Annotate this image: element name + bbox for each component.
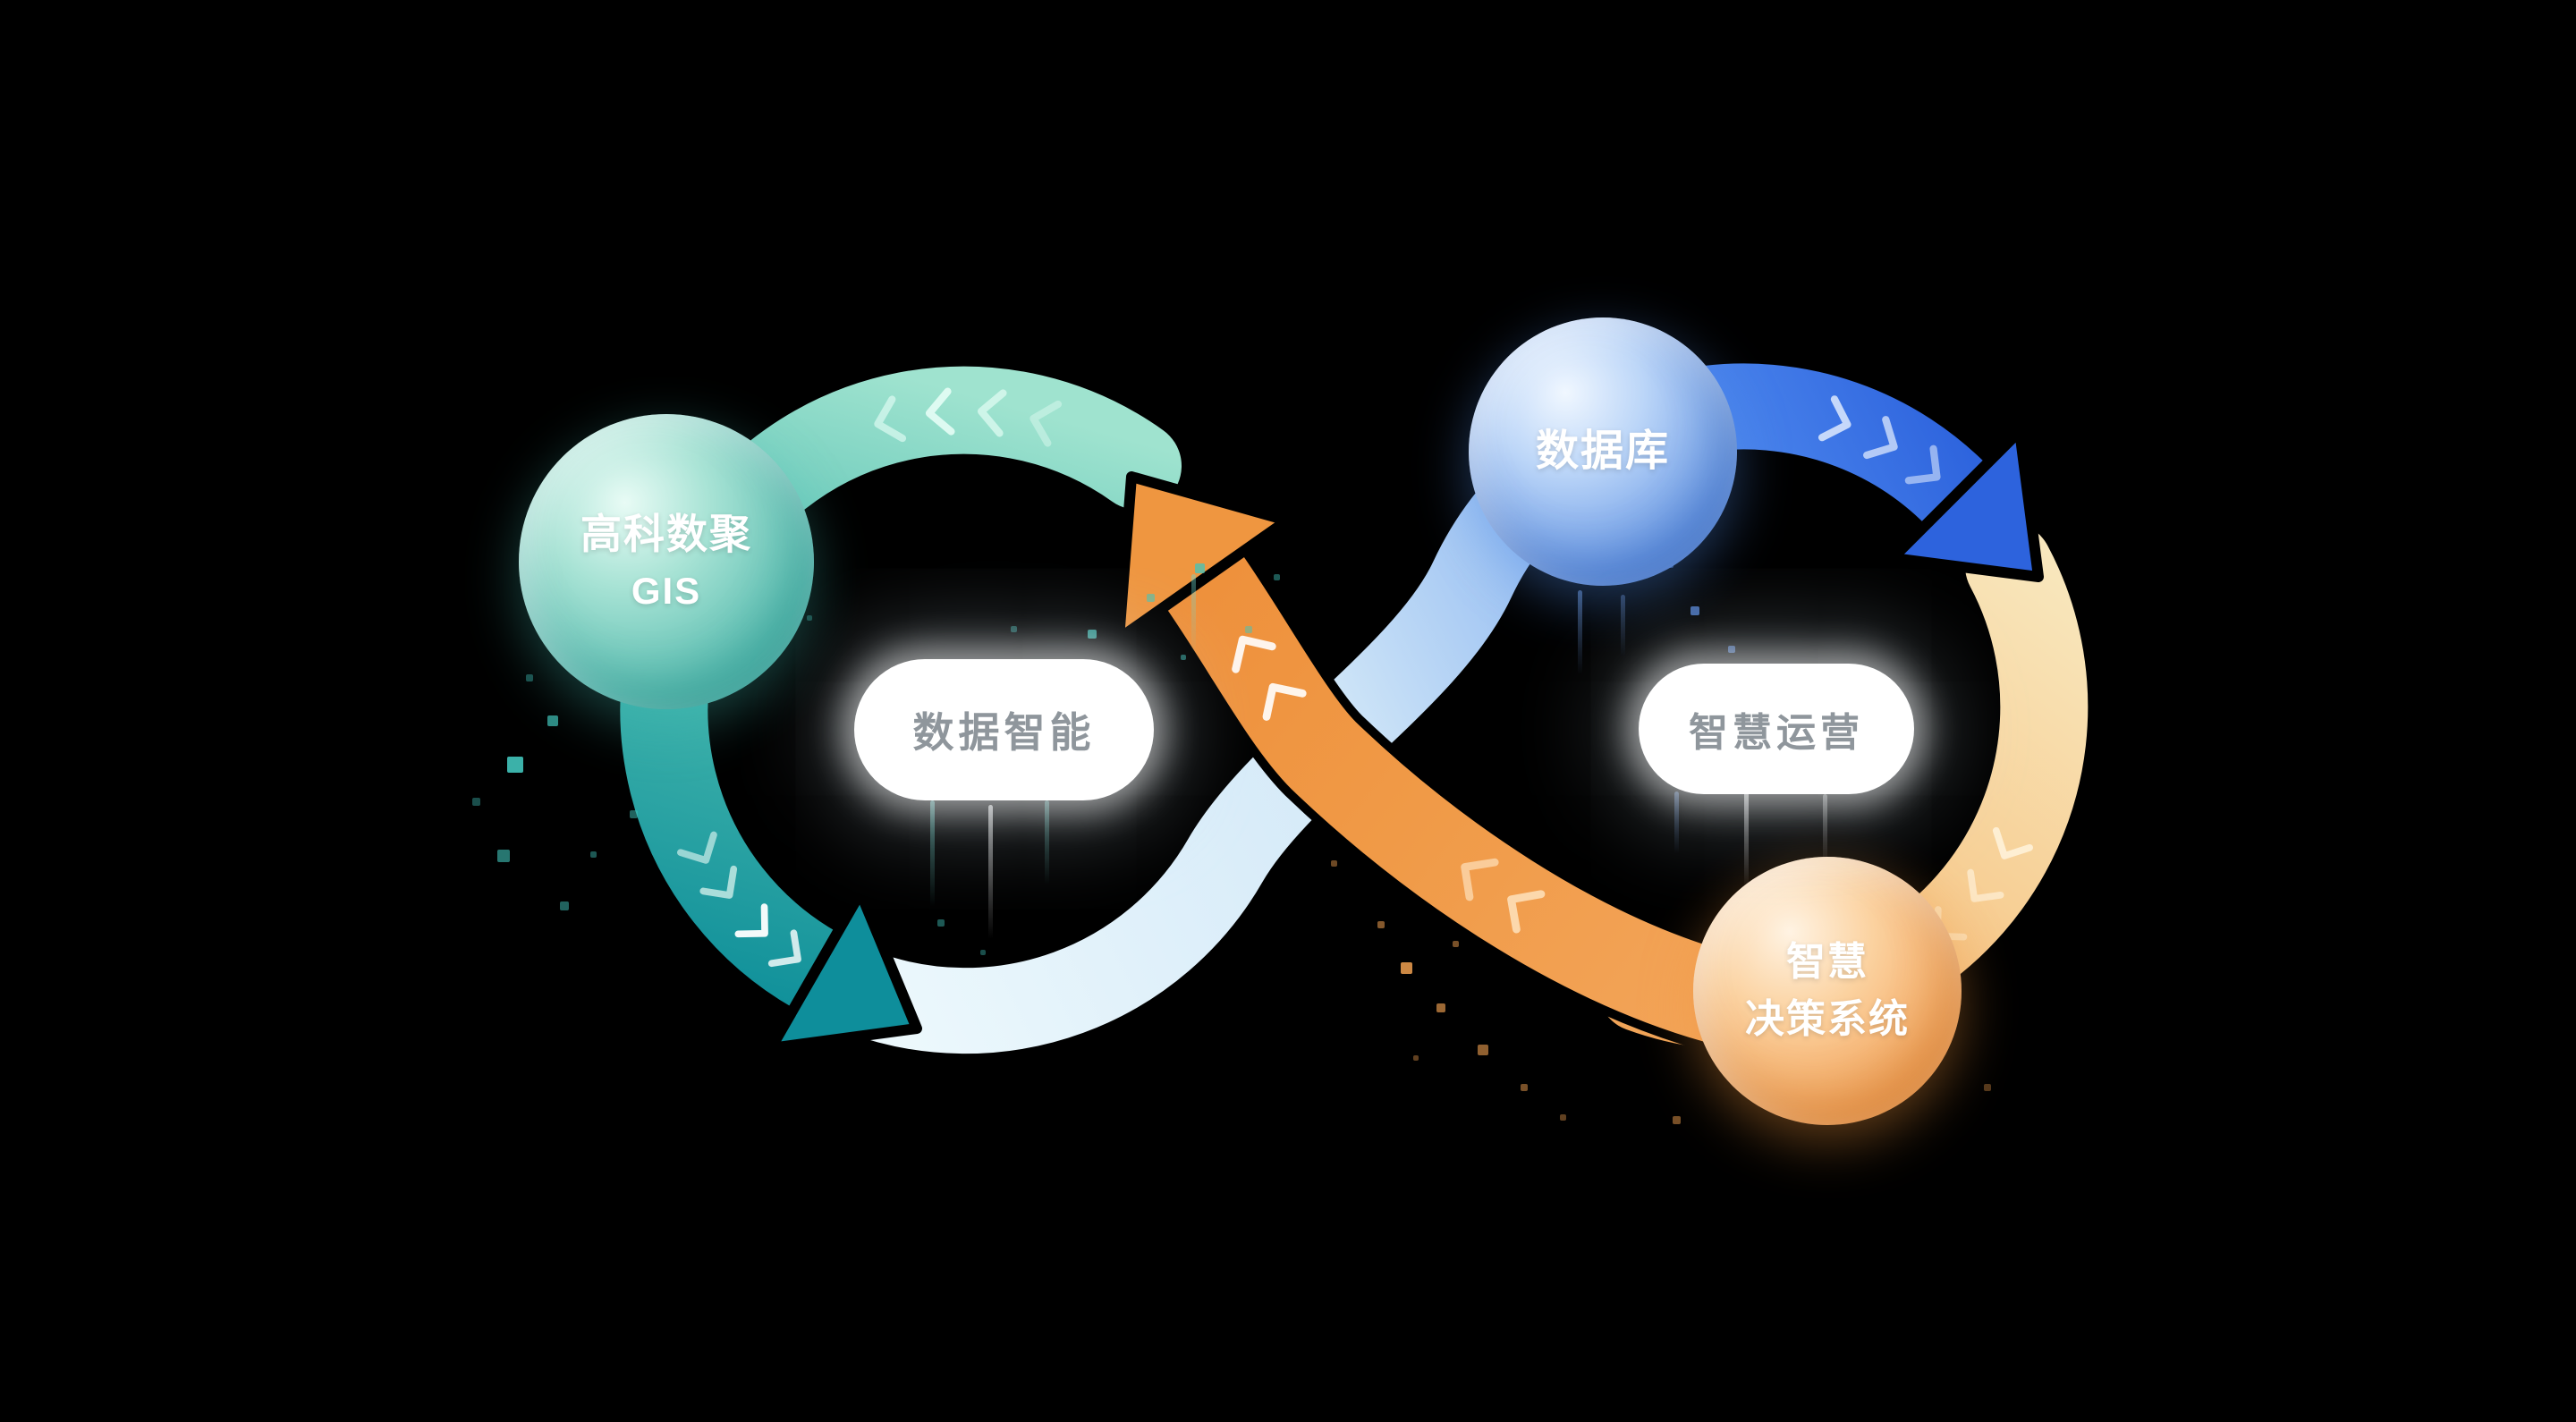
node-gis-label-line1: 高科数聚 <box>580 511 752 558</box>
node-decision-label-line2: 决策系统 <box>1745 997 1910 1041</box>
node-gis-label-line2: GIS <box>631 569 702 612</box>
node-gis: 高科数聚 GIS <box>519 414 814 709</box>
label-smart-operation-text: 智慧运营 <box>1689 711 1864 755</box>
node-database: 数据库 <box>1469 317 1737 586</box>
orange-arrowhead-icon <box>1114 471 1292 644</box>
label-smart-operation: 智慧运营 <box>1639 664 1914 794</box>
node-database-label: 数据库 <box>1535 427 1670 476</box>
node-decision-system: 智慧 决策系统 <box>1693 857 1962 1125</box>
teal-arrowhead-icon <box>766 887 922 1054</box>
pale-blue-flow-band <box>812 355 2007 1062</box>
node-decision-label-line1: 智慧 <box>1786 940 1868 985</box>
blue-arrowhead-icon <box>1887 426 2044 582</box>
label-data-intelligence: 数据智能 <box>854 659 1154 800</box>
orange-flow-band <box>1114 471 1773 1053</box>
label-data-intelligence-text: 数据智能 <box>912 709 1096 756</box>
